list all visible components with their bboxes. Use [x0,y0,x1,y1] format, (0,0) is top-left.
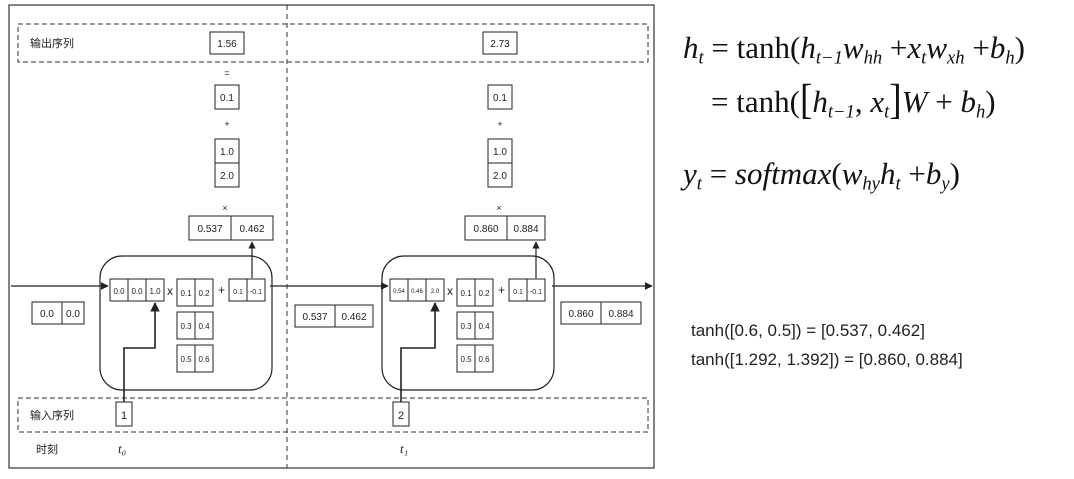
concat-value-t1-1: 0.46 [411,289,423,295]
weight-value-t0-1-1: 0.4 [198,322,210,331]
weight-cell-t1-1-1 [474,311,494,340]
weight-value-t1-1-0: 0.3 [460,322,472,331]
bias-value-t1-1: -0.1 [530,289,542,296]
concat-value-t0-0: 0.0 [113,287,125,296]
weight-value-t1-1-1: 0.4 [478,322,490,331]
out-bias-cell-t1 [487,84,513,110]
out-times-t0: × [222,203,227,213]
out-weight-cell-t1-1 [487,162,513,188]
initial-state-value-0: 0.0 [40,309,54,320]
hidden-value-t0-1: 0.462 [239,224,264,235]
cell-box-t1 [381,255,555,391]
out-weight-cell-t0-0 [214,138,240,164]
matmul-op-t1: x [447,284,453,298]
tanh-results: tanh([0.6, 0.5]) = [0.537, 0.462] tanh([… [691,316,963,374]
input-value-t0: 1 [121,410,127,422]
time-label: 时刻 [36,442,58,456]
input-sequence-label: 输入序列 [30,408,74,422]
passed-state-value-1: 0.462 [341,312,366,323]
output-box-t1 [482,31,518,55]
weight-cell-t0-0-1 [194,278,214,307]
out-weight-value-t1-1: 2.0 [493,171,507,182]
input-path-t0 [123,302,160,402]
time-t1: t₁ [400,441,408,456]
time-t0: t₀ [118,441,126,456]
weight-value-t1-2-1: 0.6 [478,355,490,364]
weight-value-t1-0-1: 0.2 [478,289,490,298]
weight-cell-t1-0-1 [474,278,494,307]
weight-value-t1-0-0: 0.1 [460,289,472,298]
initial-state-cell-1 [61,301,85,325]
concat-value-t0-1: 0.0 [131,287,143,296]
out-plus-t1: + [497,119,502,129]
out-weight-cell-t0-1 [214,162,240,188]
concat-cell-t0-2 [145,278,165,302]
weight-value-t0-2-0: 0.5 [180,355,192,364]
rnn-cell-t0: 0.0 0.0 0.0 0.0 1.0 x 0.1 0.2 0.3 0.4 0.… [31,31,274,427]
diagram-frame [8,4,655,469]
rnn-cell-t1: 0.54 0.46 2.0 x 0.1 0.2 0.3 0.4 0.5 0.6 … [381,31,555,427]
weight-value-t0-0-0: 0.1 [180,289,192,298]
final-state-cell-1 [600,301,642,325]
output-box-t0 [209,31,245,55]
out-weight-value-t0-0: 1.0 [220,147,234,158]
weight-value-t0-1-0: 0.3 [180,322,192,331]
hidden-value-t0-0: 0.537 [197,224,222,235]
hidden-value-t1-0: 0.860 [473,224,498,235]
weight-value-t0-0-1: 0.2 [198,289,210,298]
hidden-state-matrix-equation: = tanh([ht−1, xt]W + bh) [711,76,996,125]
hidden-cell-t0-1 [230,215,274,241]
out-bias-value-t0: 0.1 [220,93,234,104]
tanh-result-1: tanh([0.6, 0.5]) = [0.537, 0.462] [691,321,925,340]
initial-state-value-1: 0.0 [66,309,80,320]
hidden-cell-t1-0 [464,215,508,241]
bias-value-t0-0: 0.1 [233,289,243,296]
out-plus-t0: + [224,119,229,129]
input-path-t1 [400,302,440,402]
out-bias-value-t1: 0.1 [493,93,507,104]
bias-cell-t1-1 [526,278,546,302]
matmul-op-t0: x [167,284,173,298]
hidden-state-equation: ht = tanh(ht−1whh +xtwxh +bh) [683,30,1025,69]
input-sequence-band [17,397,649,433]
input-value-t1: 2 [398,410,404,422]
bias-cell-t0-1 [246,278,266,302]
passed-state-value-0: 0.537 [302,312,327,323]
concat-cell-t1-2 [425,278,445,302]
final-state-value-1: 0.884 [608,309,633,320]
bias-plus-t0: + [218,283,225,297]
concat-value-t1-2: 2.0 [431,289,440,295]
bias-plus-t1: + [498,283,505,297]
bias-value-t0-1: -0.1 [250,289,262,296]
hidden-value-t1-1: 0.884 [513,224,538,235]
weight-value-t0-2-1: 0.6 [198,355,210,364]
bias-value-t1-0: 0.1 [513,289,523,296]
weight-cell-t0-2-1 [194,344,214,373]
final-state-value-0: 0.860 [568,309,593,320]
out-weight-value-t1-0: 1.0 [493,147,507,158]
output-value-t1: 2.73 [490,39,510,50]
hidden-cell-t1-1 [506,215,546,241]
weight-value-t1-2-0: 0.5 [460,355,472,364]
rnn-diagram: 输出序列 输入序列 时刻 t₀ t₁ 0.0 0.0 0.0 0.0 1.0 x… [8,4,655,469]
tanh-result-2: tanh([1.292, 1.392]) = [0.860, 0.884] [691,350,963,369]
concat-value-t1-0: 0.54 [393,289,405,295]
output-sequence-band [17,23,649,63]
out-eq-t0: = [224,68,229,78]
output-sequence-label: 输出序列 [30,36,74,50]
weight-cell-t0-1-1 [194,311,214,340]
out-times-t1: × [496,203,501,213]
out-bias-cell-t0 [214,84,240,110]
cell-box-t0 [99,255,273,391]
out-weight-value-t0-1: 2.0 [220,171,234,182]
output-value-t0: 1.56 [217,39,237,50]
weight-cell-t1-2-1 [474,344,494,373]
passed-state-cell-1 [334,304,374,328]
output-equation: yt = softmax(whyht +by) [683,156,960,195]
concat-value-t0-2: 1.0 [149,287,161,296]
